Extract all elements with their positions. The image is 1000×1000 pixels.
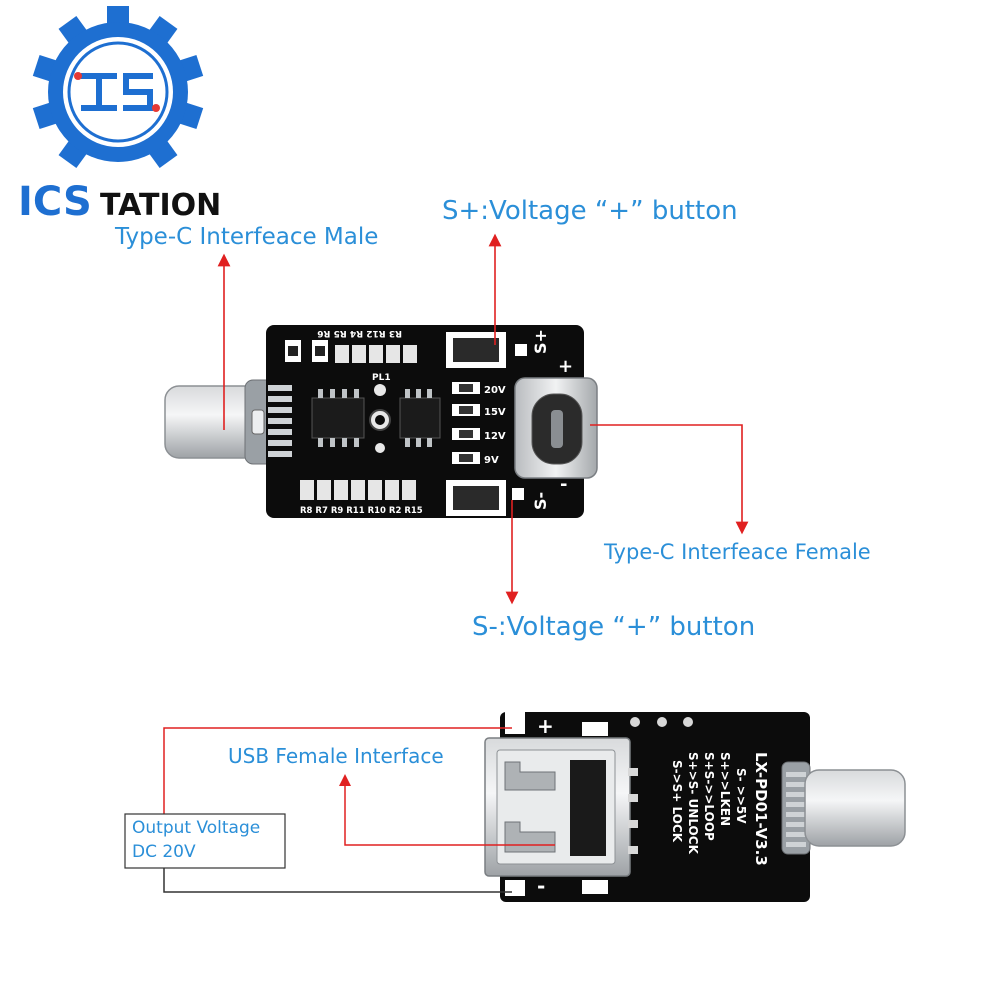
mode-line-5: S->S+ LOCK: [670, 760, 684, 843]
chip-1: [311, 397, 365, 439]
resistor-row-top: [285, 340, 417, 363]
led-label-15v: 15V: [484, 407, 506, 418]
model-label: LX-PD01-V3.3: [752, 752, 770, 866]
brand-logo: ICS TATION: [18, 6, 221, 225]
callout-s-plus: S+:Voltage “+” button: [442, 196, 738, 226]
resistor-labels-bottom: R8 R7 R9 R11 R10 R2 R15: [300, 506, 423, 516]
s-minus-button[interactable]: [453, 486, 499, 510]
chip-2: [399, 397, 441, 439]
bottom-plus-silk: +: [537, 714, 554, 738]
mode-line-1: S- >>5V: [734, 768, 748, 824]
led-label-20v: 20V: [484, 385, 506, 396]
minus-silk: -: [560, 474, 567, 495]
top-board: R3 R12 R4 R5 R6 PL1 20V 15V 12V 9V: [164, 325, 598, 518]
splus-silk: S+: [531, 329, 550, 354]
bottom-board: + - LX-PD01-V3.3 S- >>5V S+>>LKEN S+S->>…: [484, 712, 906, 902]
bottom-type-c-male-plug: [804, 769, 906, 847]
callout-type-c-male: Type-C Interfeace Male: [115, 224, 379, 250]
brand-name-tation: TATION: [100, 188, 221, 223]
bottom-minus-silk: -: [537, 874, 545, 898]
output-voltage-box: [124, 813, 286, 869]
gear-icon: [32, 6, 204, 169]
s-plus-button[interactable]: [453, 338, 499, 362]
resistor-row-bottom: [300, 480, 416, 500]
led-indicators: 20V 15V 12V 9V: [452, 382, 506, 466]
mode-line-2: S+>>LKEN: [718, 752, 732, 826]
mode-line-3: S+S->>LOOP: [702, 752, 716, 841]
output-voltage-line1: Output Voltage: [132, 818, 261, 838]
callout-type-c-female: Type-C Interfeace Female: [604, 540, 871, 564]
led-label-9v: 9V: [484, 455, 499, 466]
output-voltage-line2: DC 20V: [132, 842, 196, 862]
resistor-labels-top: R3 R12 R4 R5 R6: [317, 328, 402, 338]
callout-usb-female: USB Female Interface: [228, 744, 444, 768]
top-arrows: [217, 233, 749, 605]
callout-s-minus: S-:Voltage “+” button: [472, 612, 756, 642]
output-wires: [163, 727, 555, 893]
plus-silk: +: [558, 356, 573, 377]
mode-line-4: S+>S- UNLOCK: [686, 752, 700, 855]
led-label-12v: 12V: [484, 431, 506, 442]
brand-name-ics: ICS: [18, 179, 92, 225]
pl-label: PL1: [372, 373, 391, 383]
sminus-silk: S-: [531, 492, 550, 510]
